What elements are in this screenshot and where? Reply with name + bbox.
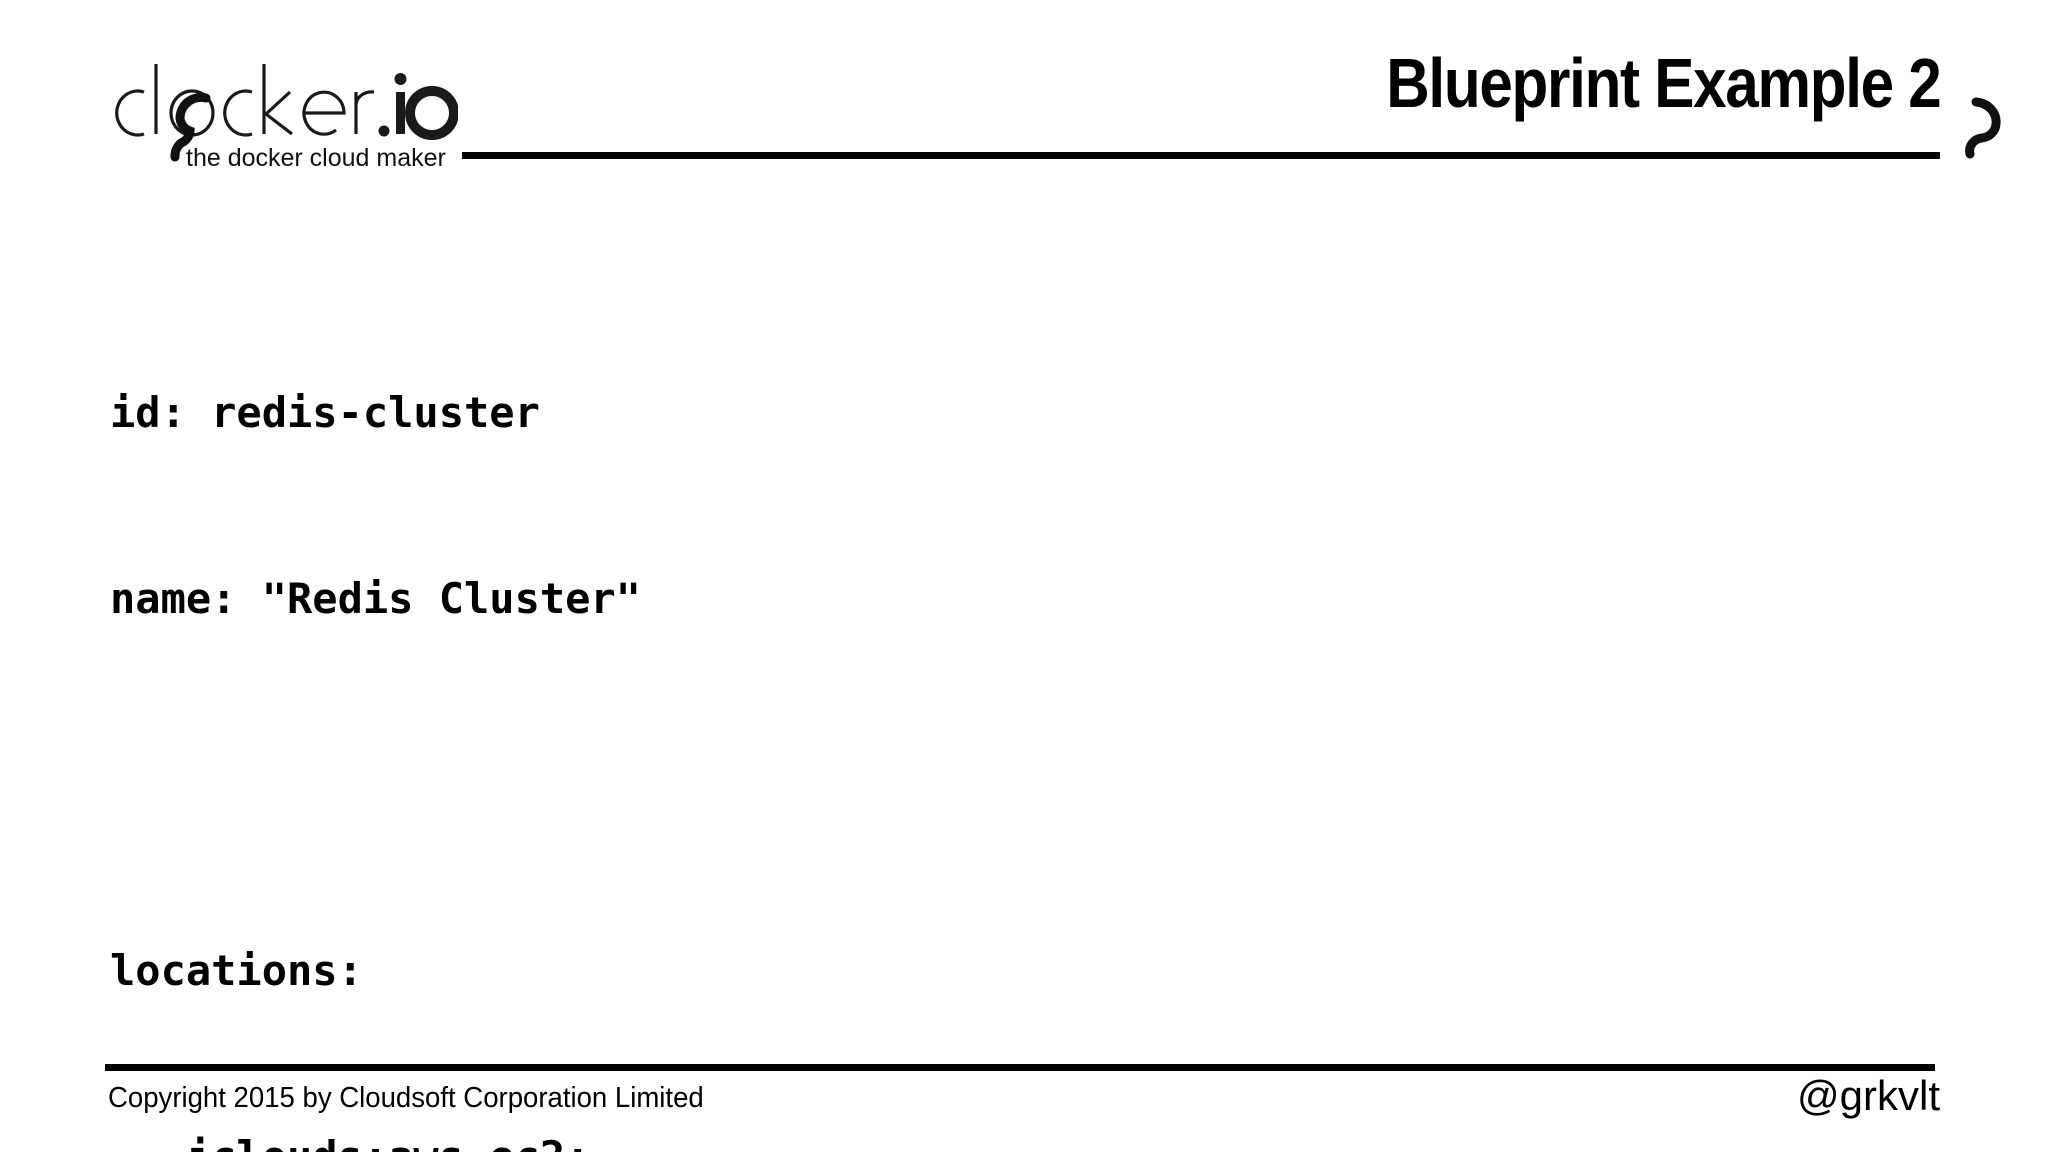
slide-header: the docker cloud maker Blueprint Example… [0,0,2048,180]
code-line-blank [110,754,1602,816]
code-line: id: redis-cluster [110,388,540,437]
slide-title: Blueprint Example 2 [1385,44,1942,122]
clocker-logo-svg [115,64,458,162]
code-line: name: "Redis Cluster" [110,574,642,623]
clocker-hook-icon [1962,92,2048,168]
footer-twitter-handle: @grkvlt [1797,1072,1940,1119]
clocker-logo: the docker cloud maker [108,52,458,172]
header-divider [462,152,1940,159]
footer-divider [105,1064,1935,1071]
code-line: locations: [110,946,363,995]
code-line: - jclouds:aws-ec2: [110,1126,1602,1152]
footer-copyright: Copyright 2015 by Cloudsoft Corporation … [108,1082,704,1114]
yaml-blueprint-code: id: redis-cluster name: "Redis Cluster" … [110,258,1602,1152]
clocker-logo-tagline: the docker cloud maker [186,144,446,172]
clocker-hook-icon-svg [1965,97,2001,159]
